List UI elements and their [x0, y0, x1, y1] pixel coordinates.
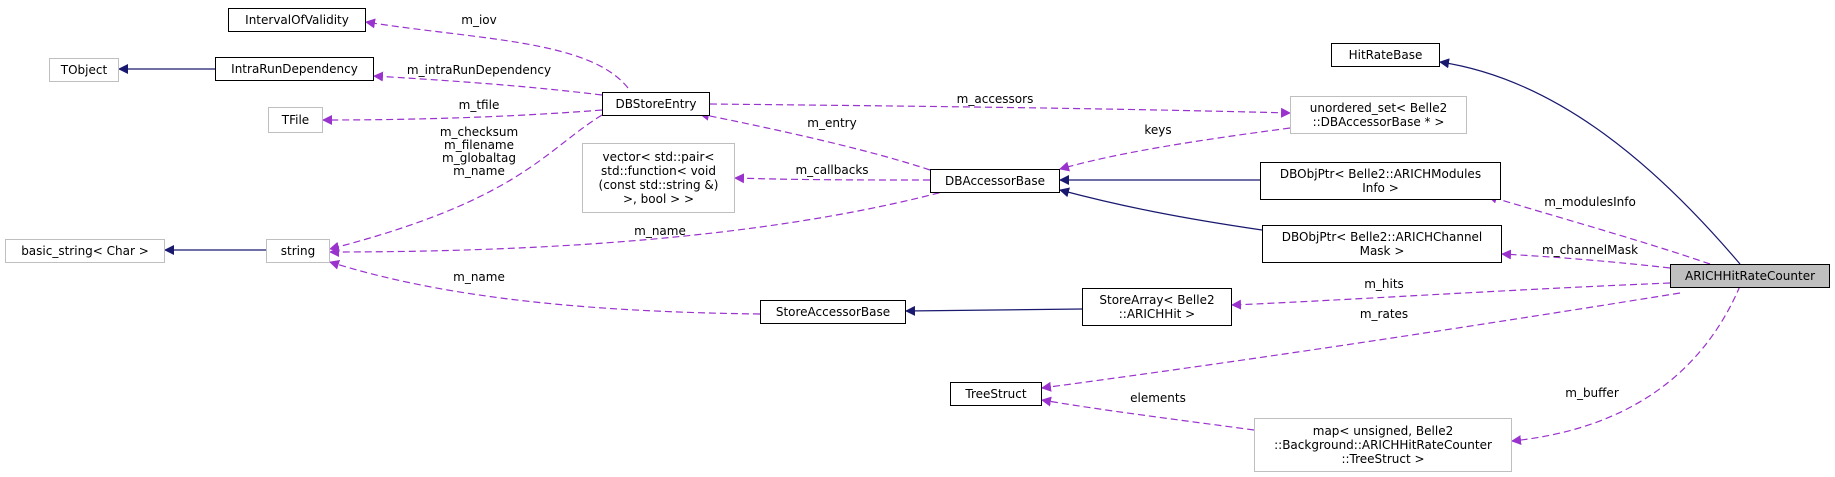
- edge-label-m-iov: m_iov: [461, 13, 497, 27]
- node-store-array[interactable]: StoreArray< Belle2 ::ARICHHit >: [1082, 288, 1232, 326]
- edge-m-rates: [1041, 292, 1681, 392]
- edge-m-name-dbaccessor: [329, 189, 951, 257]
- node-basic-string: basic_string< Char >: [5, 239, 165, 263]
- edge-label-m-hits: m_hits: [1364, 277, 1404, 291]
- edge-label-m-intrarundependency: m_intraRunDependency: [406, 63, 552, 77]
- edge-string-members: [329, 114, 603, 252]
- edge-storearray-to-storeaccessorbase: [905, 305, 1083, 316]
- edge-keys: [1059, 127, 1291, 172]
- edge-m-callbacks: [734, 173, 931, 184]
- edge-m-hits: [1231, 282, 1671, 310]
- edge-label-m-buffer: m_buffer: [1565, 386, 1619, 400]
- node-vector-pair: vector< std::pair< std::function< void (…: [582, 143, 735, 213]
- node-db-store-entry[interactable]: DBStoreEntry: [602, 92, 710, 116]
- edge-label-string-members: m_checksum m_filename m_globaltag m_name: [439, 125, 519, 178]
- edge-label-m-name-storeaccessor: m_name: [453, 270, 505, 284]
- node-hit-rate-base[interactable]: HitRateBase: [1331, 43, 1440, 67]
- edge-m-entry: [699, 110, 931, 171]
- edge-label-m-channelmask: m_channelMask: [1541, 243, 1639, 257]
- edge-m-buffer: [1511, 285, 1741, 446]
- edge-label-m-tfile: m_tfile: [458, 98, 500, 112]
- edge-label-m-name-dbaccessor: m_name: [634, 224, 686, 238]
- edge-m-modulesinfo: [1487, 193, 1711, 265]
- node-intra-run-dependency[interactable]: IntraRunDependency: [215, 57, 374, 81]
- edge-label-m-callbacks: m_callbacks: [795, 163, 869, 177]
- node-store-accessor-base[interactable]: StoreAccessorBase: [760, 300, 906, 324]
- edge-m-tfile: [322, 109, 603, 125]
- edge-label-elements: elements: [1130, 391, 1186, 405]
- edge-elements: [1041, 396, 1255, 431]
- node-dbobjptr-channel-mask[interactable]: DBObjPtr< Belle2::ARICHChannel Mask >: [1262, 225, 1502, 263]
- node-interval-of-validity[interactable]: IntervalOfValidity: [228, 8, 366, 32]
- edge-m-intrarundependency: [373, 71, 603, 96]
- node-unordered-set: unordered_set< Belle2 ::DBAccessorBase *…: [1290, 96, 1467, 134]
- node-tobject: TObject: [49, 58, 119, 82]
- node-tfile: TFile: [268, 107, 323, 133]
- edge-label-m-entry: m_entry: [807, 116, 857, 130]
- node-db-accessor-base[interactable]: DBAccessorBase: [930, 169, 1060, 193]
- node-string: string: [266, 239, 330, 263]
- node-arich-hit-rate-counter: ARICHHitRateCounter: [1670, 264, 1830, 288]
- node-map-buffer: map< unsigned, Belle2 ::Background::ARIC…: [1254, 418, 1512, 472]
- node-tree-struct[interactable]: TreeStruct: [950, 382, 1042, 406]
- edge-m-accessors: [709, 103, 1291, 118]
- edge-label-m-modulesinfo: m_modulesInfo: [1544, 195, 1636, 209]
- edge-label-m-accessors: m_accessors: [956, 92, 1034, 106]
- edge-m-name-storeaccessor: [329, 259, 761, 315]
- node-dbobjptr-modules-info[interactable]: DBObjPtr< Belle2::ARICHModules Info >: [1260, 162, 1501, 200]
- edge-label-keys: keys: [1144, 123, 1172, 137]
- edge-counter-to-hitratebase: [1439, 58, 1741, 265]
- edge-label-m-rates: m_rates: [1359, 307, 1409, 321]
- edge-m-channelmask: [1501, 249, 1671, 269]
- edge-channelmask-to-dbaccessorbase: [1059, 187, 1263, 231]
- edge-m-iov: [365, 18, 629, 89]
